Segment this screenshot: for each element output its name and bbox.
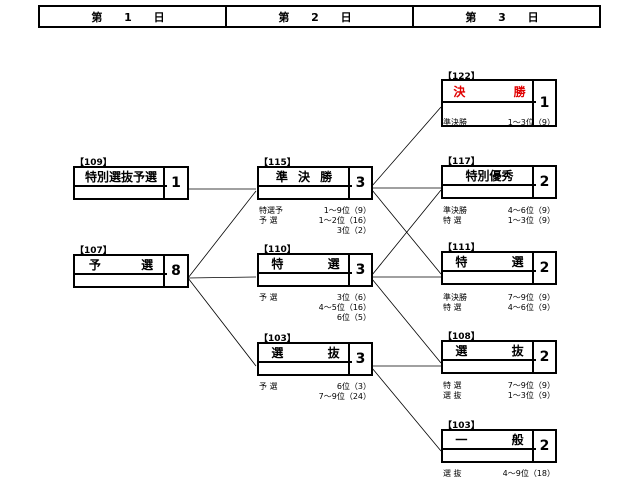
race-count: 2 [532, 253, 555, 283]
race-count: 3 [348, 168, 371, 198]
race-name: 選 抜 [443, 342, 536, 361]
race-code: 【111】 [443, 243, 480, 253]
race-name: 特 選 [443, 253, 536, 272]
day-2-label: 第 2 日 [227, 7, 414, 26]
note-row: 6位（5） [336, 313, 371, 322]
race-code: 【117】 [443, 157, 480, 167]
note-row: 7～9位（24） [318, 392, 371, 401]
race-count: 1 [532, 81, 555, 125]
race-name: 予 選 [75, 256, 167, 275]
race-count: 2 [532, 431, 555, 461]
day-1-label: 第 1 日 [40, 7, 227, 26]
race-name-final: 決 勝 [443, 81, 536, 103]
race-name: 特別優秀 [443, 167, 536, 186]
race-code: 【110】 [259, 245, 296, 255]
race-code: 【109】 [75, 158, 112, 168]
line-107-110 [187, 276, 257, 279]
note-row: 4～5位（16） [318, 303, 371, 312]
race-count: 8 [163, 256, 187, 286]
line-103-103b [371, 367, 442, 452]
race-name: 一 般 [443, 431, 536, 450]
line-115-122 [371, 106, 442, 187]
race-count: 2 [532, 167, 555, 197]
race-count: 3 [348, 344, 371, 374]
race-count: 1 [163, 168, 187, 198]
line-110-108 [371, 278, 442, 364]
race-code: 【122】 [443, 72, 480, 82]
race-code: 【103】 [443, 421, 480, 431]
race-code: 【103】 [259, 334, 296, 344]
race-code: 【115】 [259, 158, 296, 168]
line-107-115 [187, 190, 257, 279]
race-code: 【108】 [443, 332, 480, 342]
race-count: 3 [348, 255, 371, 285]
day-header: 第 1 日 第 2 日 第 3 日 [38, 5, 601, 28]
note-row: 3位（2） [336, 226, 371, 235]
race-name: 準 決 勝 [259, 168, 352, 187]
race-name: 特別選抜予選 [75, 168, 167, 187]
line-107-103 [187, 277, 257, 367]
race-name: 選 抜 [259, 344, 352, 363]
race-count: 2 [532, 342, 555, 372]
day-3-label: 第 3 日 [465, 10, 548, 24]
race-code: 【107】 [75, 246, 112, 256]
line-110-117 [371, 189, 442, 276]
race-name: 特 選 [259, 255, 352, 274]
